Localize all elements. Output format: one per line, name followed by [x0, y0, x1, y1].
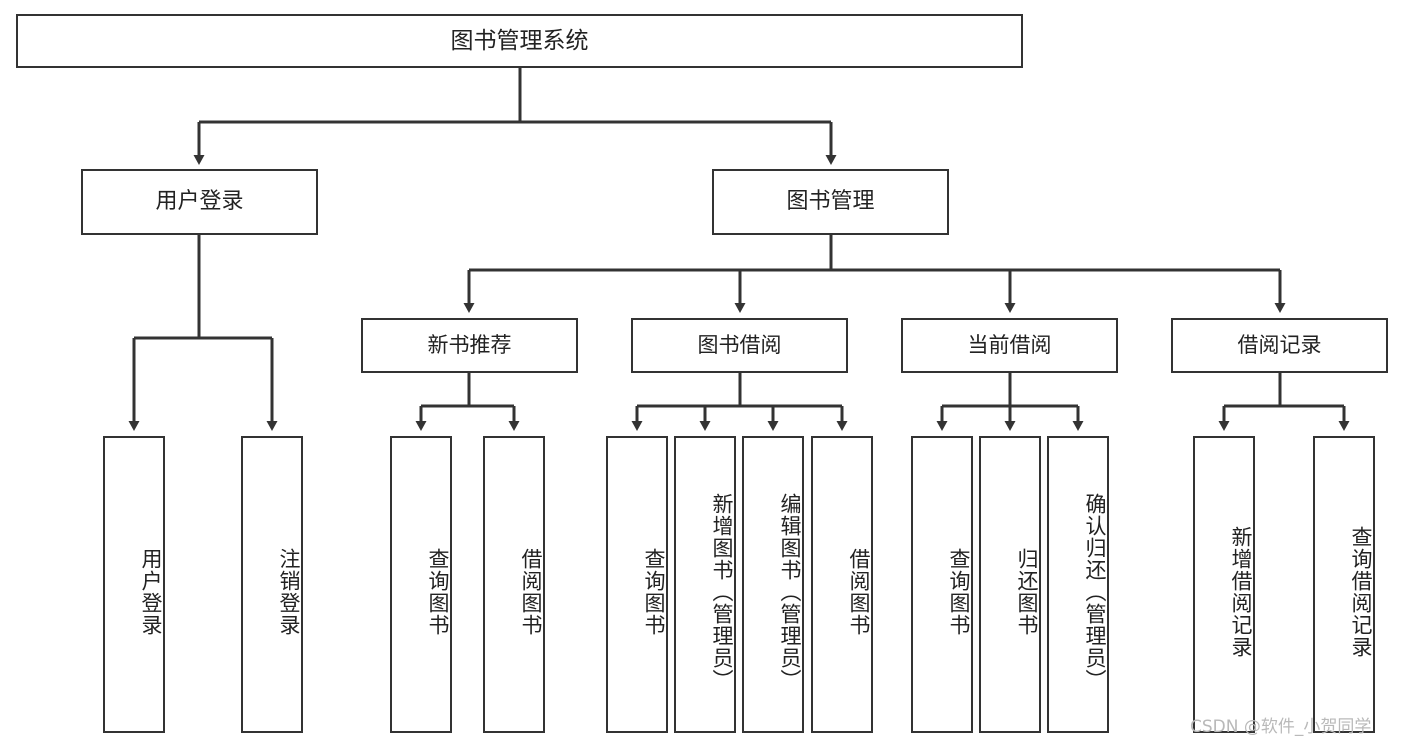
node-root[interactable]: 图书管理系统 [16, 14, 1023, 68]
leaf-add-book[interactable]: 新增图书（管理员） [674, 436, 736, 733]
leaf-return-book[interactable]: 归还图书 [979, 436, 1041, 733]
leaf-query-record[interactable]: 查询借阅记录 [1313, 436, 1375, 733]
leaf-user-logout[interactable]: 注销登录 [241, 436, 303, 733]
leaf-query-record-label: 查询借阅记录 [1349, 525, 1373, 658]
leaf-add-record-label: 新增借阅记录 [1229, 525, 1253, 658]
node-current-borrow[interactable]: 当前借阅 [901, 318, 1118, 373]
node-user-login-label: 用户登录 [155, 189, 244, 215]
leaf-confirm-return-label: 确认归还（管理员） [1083, 492, 1107, 691]
leaf-borrow-book-1[interactable]: 借阅图书 [483, 436, 545, 733]
leaf-borrow-book-2[interactable]: 借阅图书 [811, 436, 873, 733]
leaf-user-login-label: 用户登录 [139, 547, 163, 636]
leaf-add-book-label: 新增图书（管理员） [710, 492, 734, 691]
node-borrow-record-label: 借阅记录 [1237, 333, 1322, 358]
node-user-login[interactable]: 用户登录 [81, 169, 318, 235]
leaf-edit-book-label: 编辑图书（管理员） [778, 492, 802, 691]
leaf-user-logout-label: 注销登录 [277, 547, 301, 636]
node-new-book-recommend-label: 新书推荐 [427, 333, 512, 358]
leaf-query-book-3[interactable]: 查询图书 [911, 436, 973, 733]
leaf-confirm-return[interactable]: 确认归还（管理员） [1047, 436, 1109, 733]
node-new-book-recommend[interactable]: 新书推荐 [361, 318, 578, 373]
leaf-edit-book[interactable]: 编辑图书（管理员） [742, 436, 804, 733]
leaf-user-login[interactable]: 用户登录 [103, 436, 165, 733]
node-book-borrow-label: 图书借阅 [697, 333, 782, 358]
leaf-query-book-2[interactable]: 查询图书 [606, 436, 668, 733]
leaf-borrow-book-1-label: 借阅图书 [519, 547, 543, 636]
leaf-borrow-book-2-label: 借阅图书 [847, 547, 871, 636]
leaf-query-book-2-label: 查询图书 [642, 547, 666, 636]
node-borrow-record[interactable]: 借阅记录 [1171, 318, 1388, 373]
node-book-manage-label: 图书管理 [786, 189, 875, 215]
leaf-query-book-1-label: 查询图书 [426, 547, 450, 636]
node-current-borrow-label: 当前借阅 [967, 333, 1052, 358]
leaf-query-book-1[interactable]: 查询图书 [390, 436, 452, 733]
node-book-manage[interactable]: 图书管理 [712, 169, 949, 235]
leaf-add-record[interactable]: 新增借阅记录 [1193, 436, 1255, 733]
node-book-borrow[interactable]: 图书借阅 [631, 318, 848, 373]
node-root-label: 图书管理系统 [450, 27, 589, 54]
leaf-query-book-3-label: 查询图书 [947, 547, 971, 636]
leaf-return-book-label: 归还图书 [1015, 547, 1039, 636]
